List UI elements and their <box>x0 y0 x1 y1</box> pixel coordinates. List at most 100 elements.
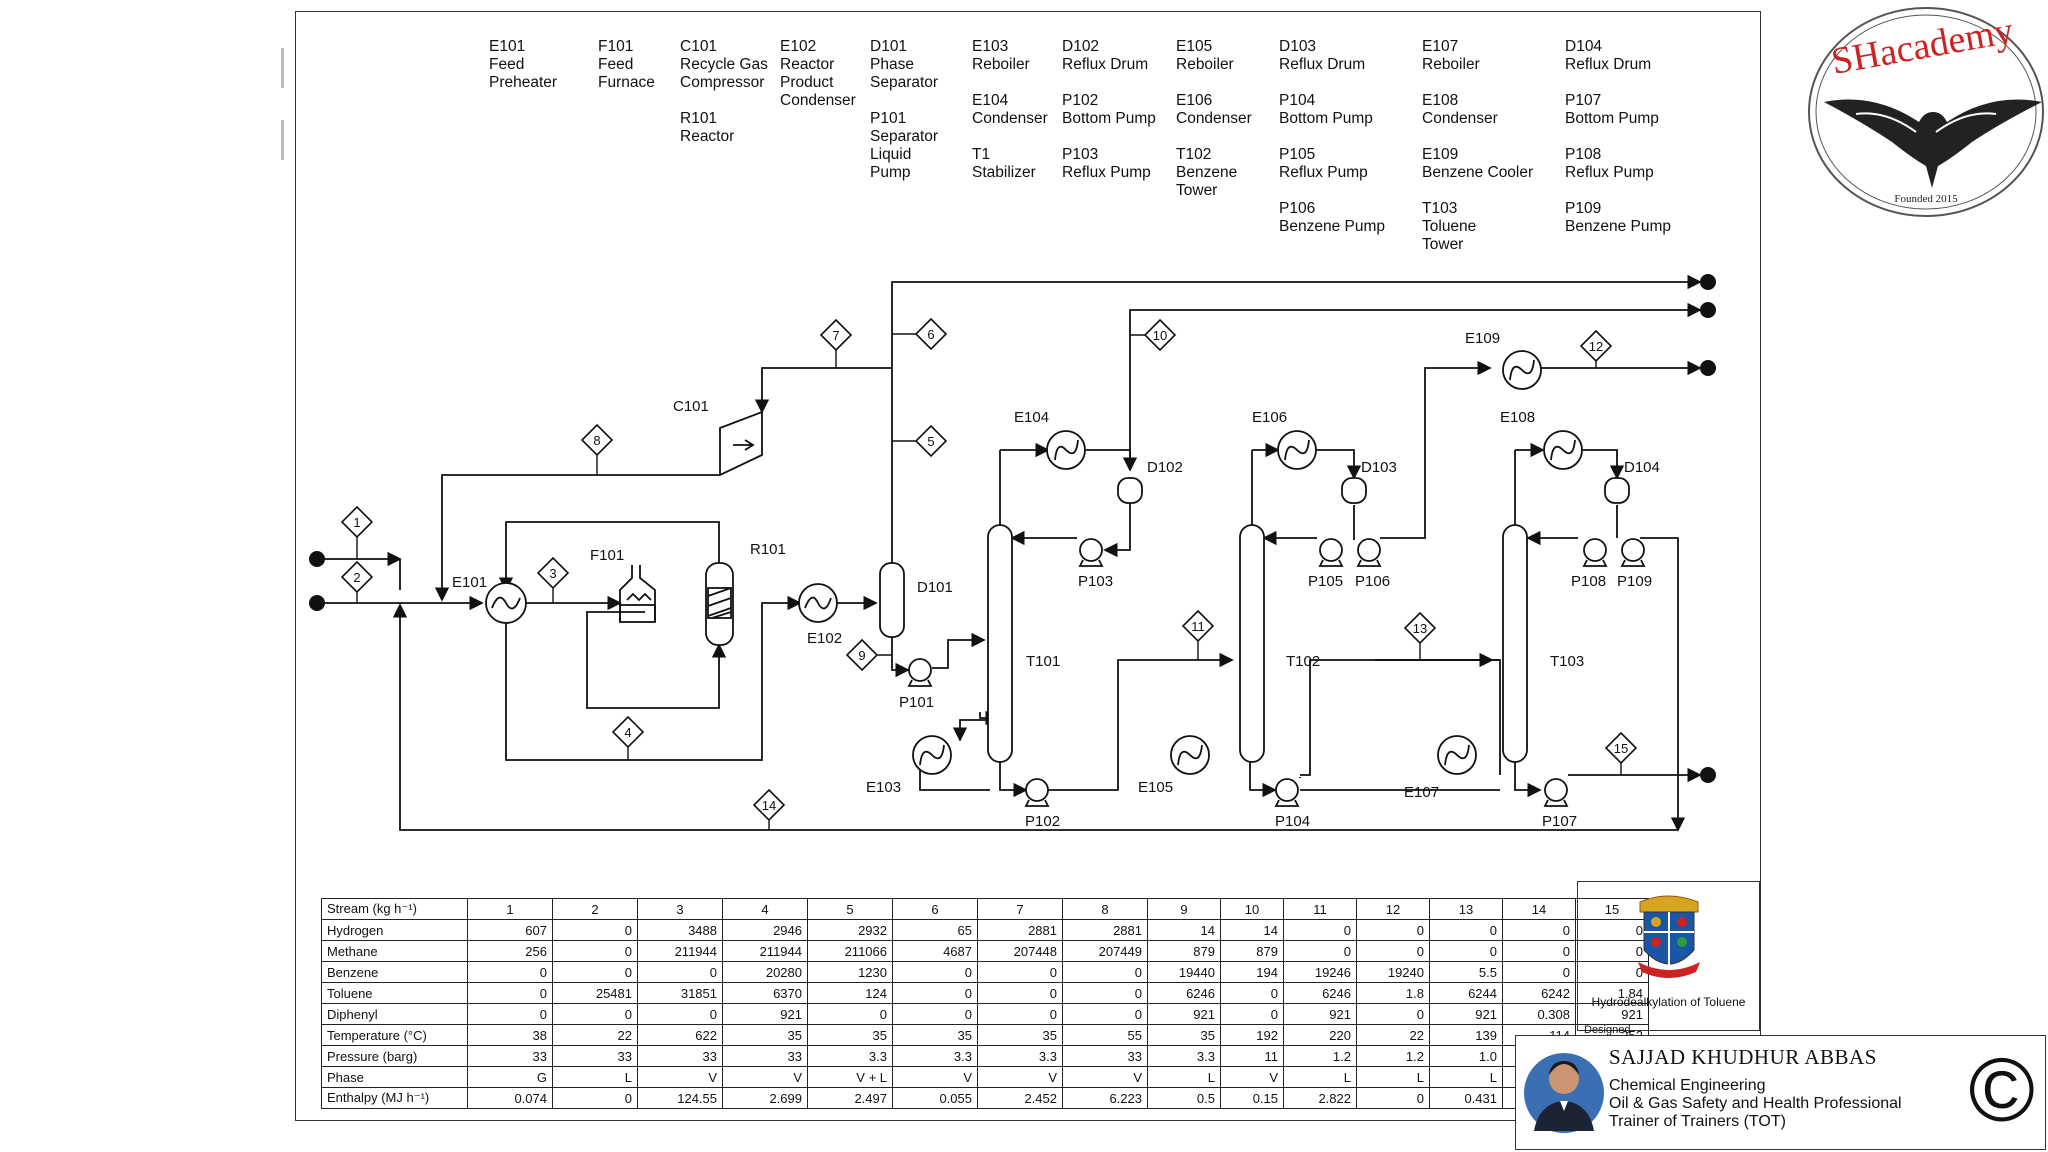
row-label: Pressure (barg) <box>321 1045 468 1067</box>
legend-entry-t103: T103 Toluene Tower <box>1422 200 1477 253</box>
label-e102: E102 <box>807 630 842 647</box>
label-t101: T101 <box>1026 653 1060 670</box>
table-cell: 0 <box>467 961 553 983</box>
label-f101: F101 <box>590 547 624 564</box>
furnace-outlet-line <box>586 611 727 709</box>
table-cell: 0 <box>1283 940 1357 962</box>
legend-entry-e105: E105 Reboiler <box>1176 38 1234 73</box>
legend-column: F101 Feed Furnace <box>598 38 655 110</box>
stream-tag-11: 11 <box>1181 609 1215 660</box>
author-line-1: Chemical Engineering <box>1609 1077 1766 1094</box>
legend-column: E101 Feed Preheater <box>489 38 557 110</box>
table-cell: 622 <box>637 1024 723 1046</box>
table-cell: 7 <box>977 898 1063 920</box>
table-cell: 0 <box>1220 982 1284 1004</box>
e105-exchanger-icon <box>1170 735 1210 775</box>
legend-entry-p104: P104 Bottom Pump <box>1279 92 1373 127</box>
table-cell: 0 <box>892 1003 978 1025</box>
table-cell: 25481 <box>552 982 638 1004</box>
table-cell: 5 <box>807 898 893 920</box>
table-cell: 33 <box>722 1045 808 1067</box>
stream-tag-7: 7 <box>819 318 853 368</box>
table-cell: 35 <box>722 1024 808 1046</box>
table-cell: 14 <box>1502 898 1576 920</box>
label-d103: D103 <box>1361 459 1397 476</box>
label-e103: E103 <box>866 779 901 796</box>
stream-tag-9: 9 <box>845 638 892 672</box>
author-avatar <box>1524 1053 1604 1133</box>
table-cell: 6244 <box>1429 982 1503 1004</box>
table-cell: 0 <box>977 982 1063 1004</box>
equipment-labels: E101 F101 R101 C101 E102 D101 P101 E103 … <box>452 330 1660 830</box>
p103-pump-icon <box>1078 538 1104 567</box>
legend-entry-e102: E102 Reactor Product Condenser <box>780 38 856 109</box>
table-cell: 124 <box>807 982 893 1004</box>
table-cell: 0 <box>892 982 978 1004</box>
table-cell: 0.5 <box>1147 1087 1221 1109</box>
label-p107: P107 <box>1542 813 1577 830</box>
label-e104: E104 <box>1014 409 1049 426</box>
p102-pump-icon <box>1024 778 1050 807</box>
table-cell: V <box>1220 1066 1284 1088</box>
legend-entry-e104: E104 Condenser <box>972 92 1048 127</box>
row-label: Toluene <box>321 982 468 1004</box>
table-cell: 124.55 <box>637 1087 723 1109</box>
table-cell: 921 <box>1429 1003 1503 1025</box>
stream-tag-12: 12 <box>1579 329 1613 368</box>
table-cell: 2946 <box>722 919 808 941</box>
table-cell: 10 <box>1220 898 1284 920</box>
label-p104: P104 <box>1275 813 1310 830</box>
stream-tag-label: 9 <box>858 648 865 663</box>
shacademy-logo: SHacademy Founded 2015 <box>1808 7 2044 217</box>
table-cell: 211944 <box>722 940 808 962</box>
table-cell: 14 <box>1147 919 1221 941</box>
p106-pump-icon <box>1356 538 1382 567</box>
table-cell: 6.223 <box>1062 1087 1148 1109</box>
label-p106: P106 <box>1355 573 1390 590</box>
label-p105: P105 <box>1308 573 1343 590</box>
table-cell: 0 <box>1283 919 1357 941</box>
legend-entry-f101: F101 Feed Furnace <box>598 38 655 91</box>
table-cell: 0 <box>1062 1003 1148 1025</box>
stream-tag-2: 2 <box>340 560 374 603</box>
table-cell: V <box>892 1066 978 1088</box>
p108-pump-icon <box>1582 538 1608 567</box>
table-cell: 6246 <box>1283 982 1357 1004</box>
p105-pump-icon <box>1318 538 1344 567</box>
table-cell: 0 <box>1502 940 1576 962</box>
table-cell: 2.822 <box>1283 1087 1357 1109</box>
table-cell: 1.0 <box>1429 1045 1503 1067</box>
t103-column-icon <box>1502 524 1528 763</box>
table-cell: 33 <box>637 1045 723 1067</box>
table-cell: 6 <box>892 898 978 920</box>
legend-entry-e107: E107 Reboiler <box>1422 38 1480 73</box>
c101-compressor-icon <box>719 410 763 477</box>
table-cell: L <box>1356 1066 1430 1088</box>
stream-line-4 <box>505 595 802 761</box>
stream-line-11 <box>1048 652 1234 791</box>
legend-entry-e109: E109 Benzene Cooler <box>1422 146 1534 181</box>
legend-entry-p105: P105 Reflux Pump <box>1279 146 1368 181</box>
legend-entry-p101: P101 Separator Liquid Pump <box>870 110 939 181</box>
legend-entry-d101: D101 Phase Separator <box>870 38 939 91</box>
stream-tag-label: 5 <box>927 434 934 449</box>
table-cell: L <box>1429 1066 1503 1088</box>
table-cell: 194 <box>1220 961 1284 983</box>
table-cell: 0.074 <box>467 1087 553 1109</box>
terminals <box>309 274 1716 783</box>
table-cell: 3.3 <box>977 1045 1063 1067</box>
label-p102: P102 <box>1025 813 1060 830</box>
